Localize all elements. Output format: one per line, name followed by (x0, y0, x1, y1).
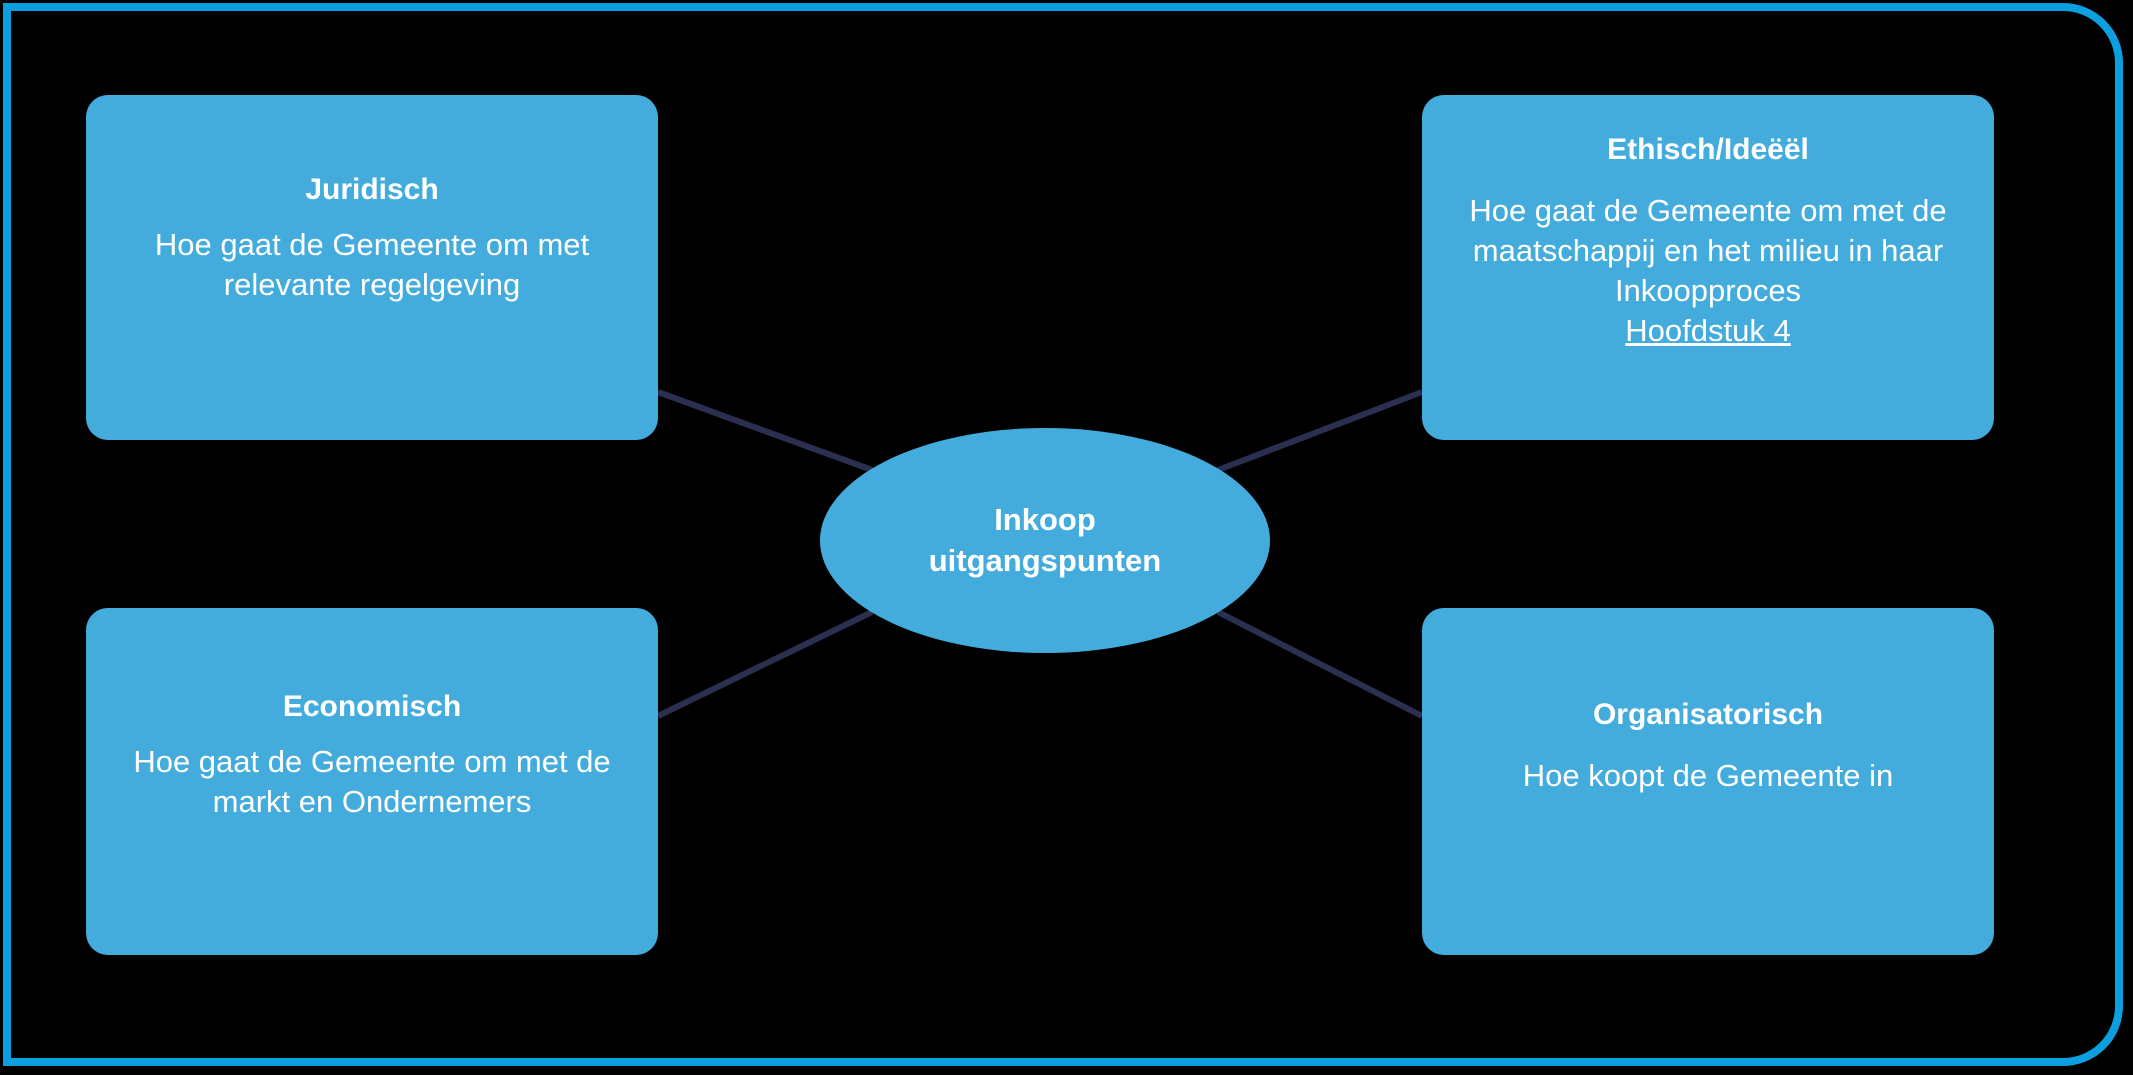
node-organisatorisch[interactable]: Organisatorisch Hoe koopt de Gemeente in (1422, 608, 1994, 955)
connector-juridisch-to-center (656, 389, 874, 473)
node-economisch[interactable]: Economisch Hoe gaat de Gemeente om met d… (86, 608, 658, 955)
node-ethisch-ideeel[interactable]: Ethisch/Ideëël Hoe gaat de Gemeente om m… (1422, 95, 1994, 440)
node-ethisch-ideeel-description: Hoe gaat de Gemeente om met de maatschap… (1469, 192, 1947, 309)
node-economisch-description: Hoe gaat de Gemeente om met de markt en … (133, 743, 611, 819)
node-juridisch-title: Juridisch (305, 173, 439, 206)
node-organisatorisch-description: Hoe koopt de Gemeente in (1522, 757, 1894, 793)
node-economisch-title: Economisch (282, 690, 462, 723)
center-node-label: Inkoop uitgangspunten (929, 500, 1161, 581)
node-ethisch-ideeel-link[interactable]: Hoofdstuk 4 (1625, 313, 1791, 349)
connector-economisch-to-center (656, 609, 874, 719)
connector-center-to-organisatorisch (1216, 609, 1424, 719)
node-organisatorisch-title: Organisatorisch (1592, 698, 1824, 731)
connector-center-to-ethisch (1216, 389, 1424, 473)
center-node-label-line2: uitgangspunten (928, 542, 1162, 578)
center-node-inkoop-uitgangspunten[interactable]: Inkoop uitgangspunten (820, 428, 1270, 653)
node-ethisch-ideeel-title: Ethisch/Ideëël (1607, 133, 1809, 166)
node-juridisch-description: Hoe gaat de Gemeente om met relevante re… (154, 226, 590, 302)
center-node-label-line1: Inkoop (994, 502, 1096, 538)
node-juridisch[interactable]: Juridisch Hoe gaat de Gemeente om met re… (86, 95, 658, 440)
